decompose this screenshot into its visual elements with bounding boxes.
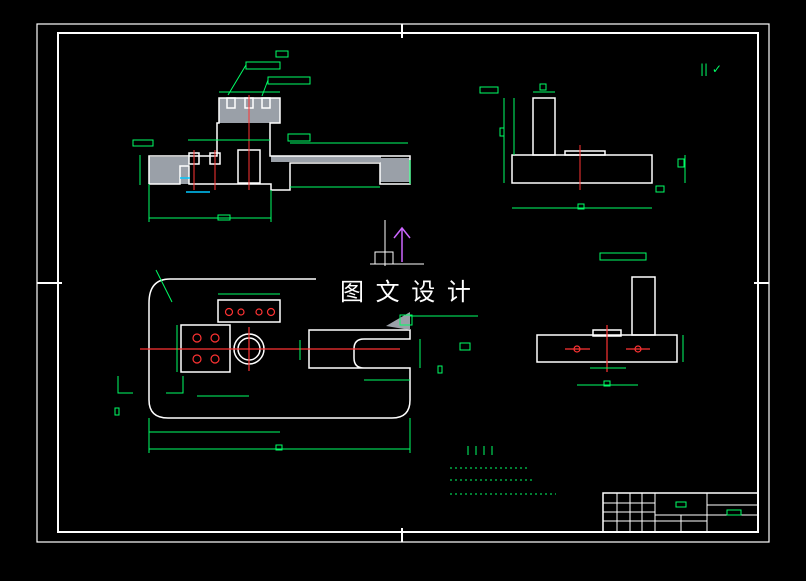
front-cyan-detail (180, 177, 210, 193)
datum-symbol (370, 220, 424, 266)
top-dim-label-1 (459, 342, 471, 351)
pin-2 (237, 308, 245, 316)
datum-arrow-head (393, 226, 411, 239)
end-dimensions (577, 252, 684, 387)
top-dimensions (114, 269, 478, 453)
side-top-pad (564, 150, 606, 156)
top-dim-label-2 (275, 444, 283, 451)
dim-label-3 (275, 50, 289, 58)
top-plate-outline (148, 278, 411, 419)
hole-3 (192, 354, 202, 364)
side-dim-label-4 (655, 185, 665, 193)
hatch-right-block (380, 158, 410, 182)
top-pin-plate (217, 299, 281, 323)
side-dim-label-5 (677, 158, 685, 168)
pin-4 (266, 307, 276, 317)
dim-label-2 (267, 76, 311, 85)
front-center-lines (193, 95, 250, 190)
pin-1 (224, 307, 234, 317)
side-dim-label-1 (479, 86, 499, 94)
side-upright (532, 97, 556, 156)
dim-label-6 (217, 214, 231, 221)
end-dim-label-2 (603, 380, 611, 387)
end-view (536, 252, 684, 387)
leader-1 (227, 64, 247, 96)
pin-3 (255, 308, 263, 316)
end-holes (565, 325, 650, 372)
hatch-left-block (149, 157, 189, 184)
boss-slot-3 (261, 97, 271, 109)
front-dimensions (132, 50, 411, 222)
end-upright (631, 276, 656, 336)
side-dim-label-3 (577, 203, 585, 210)
top-dim-label-4 (114, 407, 120, 416)
title-block (602, 492, 759, 533)
watermark-text: 图 文 设 计 (340, 278, 473, 306)
front-section-view (132, 50, 411, 222)
end-dim-label-1 (599, 252, 647, 261)
top-dim-label-3 (399, 314, 413, 326)
top-corner-mark-2 (166, 376, 184, 394)
sheet-frame (36, 23, 770, 543)
side-base (511, 154, 653, 184)
top-view (114, 269, 478, 453)
side-dimensions (479, 83, 686, 210)
datum-box (374, 251, 394, 265)
top-corner-mark-1 (117, 376, 133, 394)
side-dim-label-2 (539, 83, 547, 91)
side-dim-label-6 (499, 127, 505, 137)
top-dim-label-5 (437, 365, 443, 374)
top-leader-2 (155, 269, 173, 303)
title-block-label-2 (726, 509, 742, 516)
side-view (479, 83, 686, 210)
top-holes (140, 307, 400, 371)
hatch-strip (271, 156, 381, 162)
dim-label-1 (245, 61, 281, 70)
title-block-label-1 (675, 501, 687, 508)
dim-label-5 (287, 133, 311, 142)
technical-notes (450, 446, 556, 495)
hole-2 (210, 333, 220, 343)
boss-slot-1 (226, 97, 236, 109)
leader-2 (261, 79, 269, 97)
dim-label-4 (132, 139, 154, 147)
hole-1 (192, 333, 202, 343)
roughness-note: || ✓ (700, 62, 722, 76)
hole-4 (210, 354, 220, 364)
